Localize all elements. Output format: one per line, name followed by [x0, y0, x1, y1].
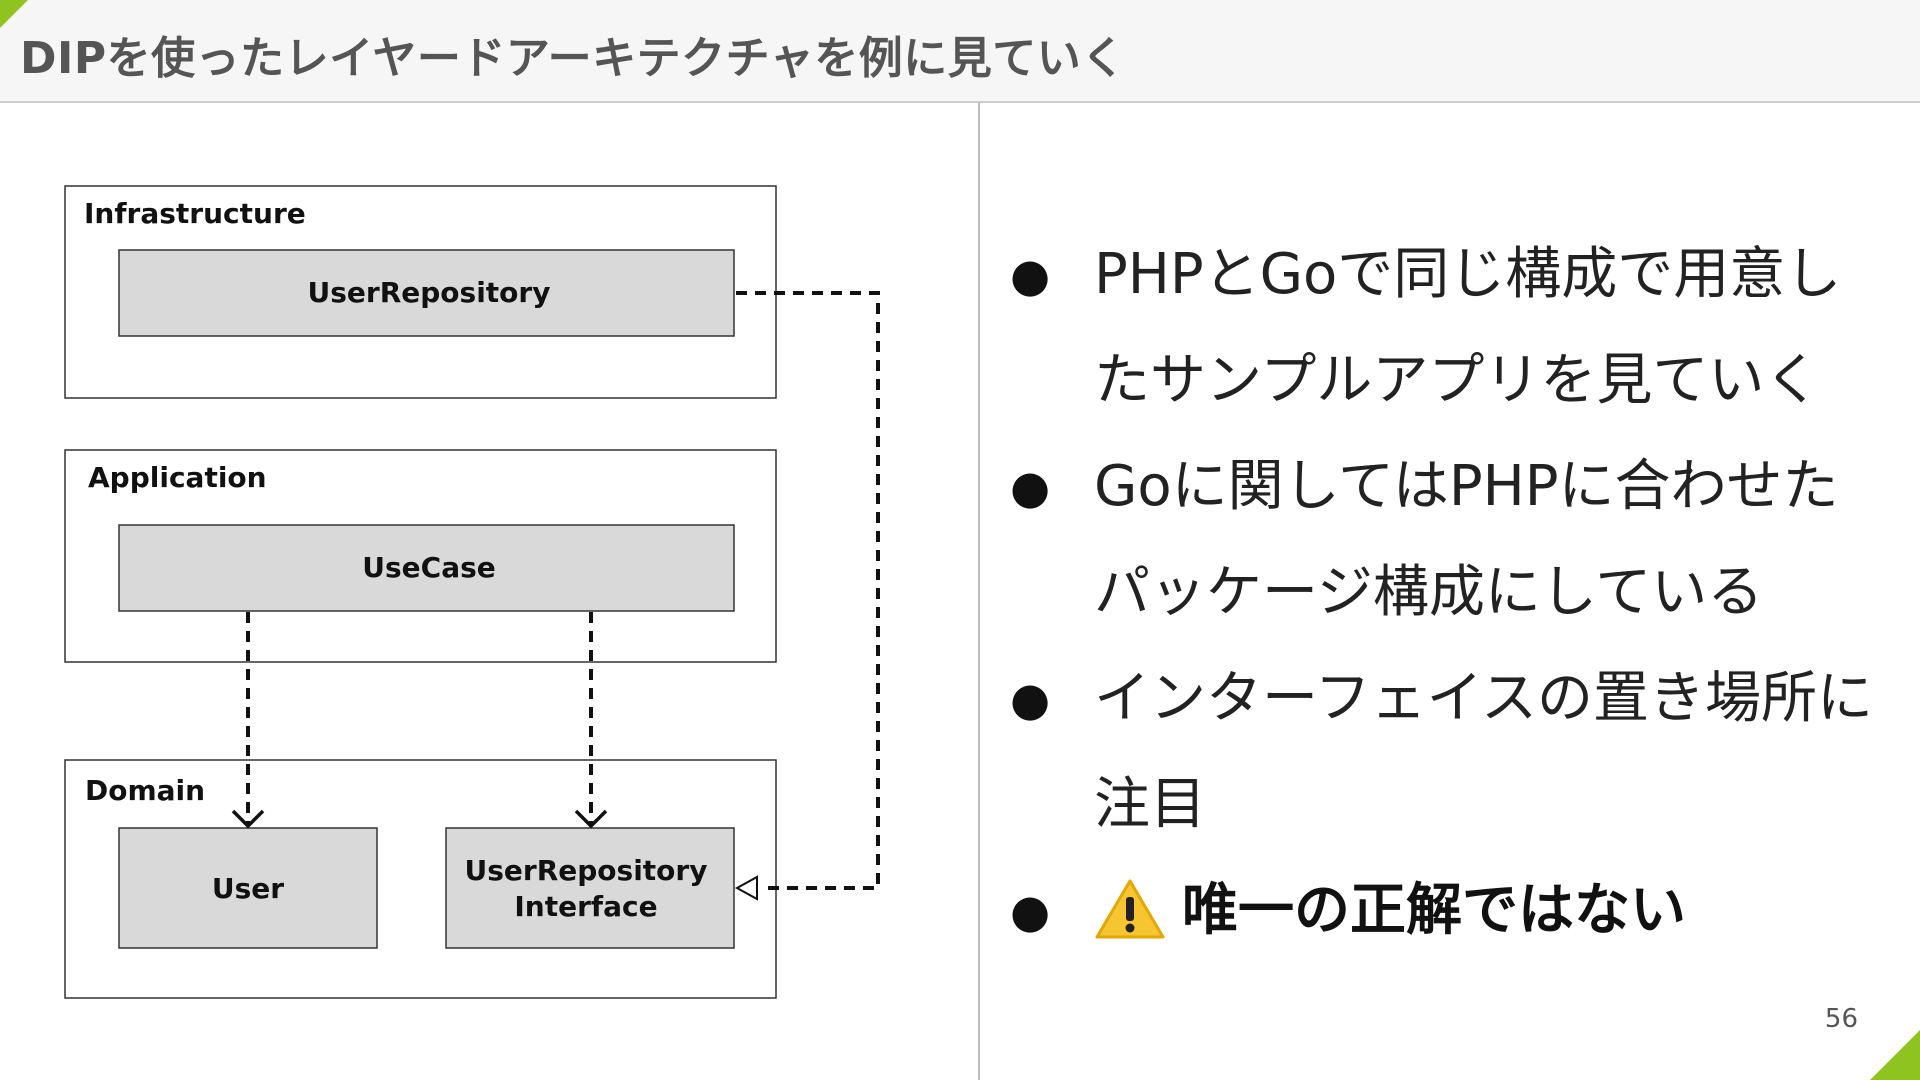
column-divider	[978, 102, 980, 1080]
bullet-dot: ●	[1010, 248, 1051, 302]
component-user-label: User	[212, 872, 284, 905]
open-arrowhead	[231, 809, 265, 829]
dependency-line	[736, 291, 880, 890]
bullet-text: インターフェイスの置き場所に注目	[1094, 666, 1873, 837]
bullet-item-emphasis: ● 唯一の正解ではない	[1010, 858, 1890, 964]
slide-header: DIPを使ったレイヤードアーキテクチャを例に見ていく	[0, 0, 1920, 103]
dependency-usecase-to-user	[231, 612, 265, 829]
page-number: 56	[1824, 1004, 1858, 1034]
component-user-box	[118, 827, 378, 949]
component-user-repository-interface-box	[445, 827, 735, 949]
layer-domain-label: Domain	[85, 774, 205, 807]
corner-accent-top-left	[0, 0, 28, 28]
bullet-text: PHPとGoで同じ構成で用意したサンプルアプリを見ていく	[1094, 242, 1842, 413]
open-arrowhead	[574, 809, 608, 829]
bullet-dot: ●	[1010, 460, 1051, 514]
layer-infrastructure: Infrastructure UserRepository	[64, 185, 777, 399]
bullet-list: ● PHPとGoで同じ構成で用意したサンプルアプリを見ていく ● Goに関しては…	[1010, 222, 1890, 964]
component-user-repository-box	[118, 249, 735, 337]
layer-application-label: Application	[88, 461, 267, 494]
dependency-repository-implements-interface	[734, 291, 880, 901]
layer-infrastructure-label: Infrastructure	[84, 197, 306, 230]
warning-icon	[1095, 879, 1165, 939]
bullet-text-emphasis: 唯一の正解ではない	[1182, 878, 1686, 943]
bullet-text: Goに関してはPHPに合わせたパッケージ構成にしている	[1094, 454, 1839, 625]
bullet-item: ● インターフェイスの置き場所に注目	[1010, 646, 1890, 858]
slide-title: DIPを使ったレイヤードアーキテクチャを例に見ていく	[20, 33, 1126, 84]
corner-accent-bottom-right	[1870, 1030, 1920, 1080]
layered-architecture-diagram: Infrastructure UserRepository Applicatio…	[64, 185, 880, 999]
hollow-triangle-arrowhead	[734, 875, 758, 901]
layer-domain: Domain User UserRepository Interface	[64, 759, 777, 999]
component-user-repository-label: UserRepository	[308, 276, 551, 309]
bullet-item: ● PHPとGoで同じ構成で用意したサンプルアプリを見ていく	[1010, 222, 1890, 434]
bullet-dot: ●	[1010, 884, 1051, 938]
bullet-dot: ●	[1010, 672, 1051, 726]
bullet-item: ● Goに関してはPHPに合わせたパッケージ構成にしている	[1010, 434, 1890, 646]
dependency-usecase-to-repository-interface	[574, 612, 608, 829]
layer-application: Application UseCase	[64, 449, 777, 663]
component-usecase-label: UseCase	[362, 551, 496, 584]
component-user-repository-interface-label-line2: Interface	[514, 890, 657, 923]
component-usecase-box	[118, 524, 735, 612]
component-user-repository-interface-label-line1: UserRepository	[465, 854, 708, 887]
